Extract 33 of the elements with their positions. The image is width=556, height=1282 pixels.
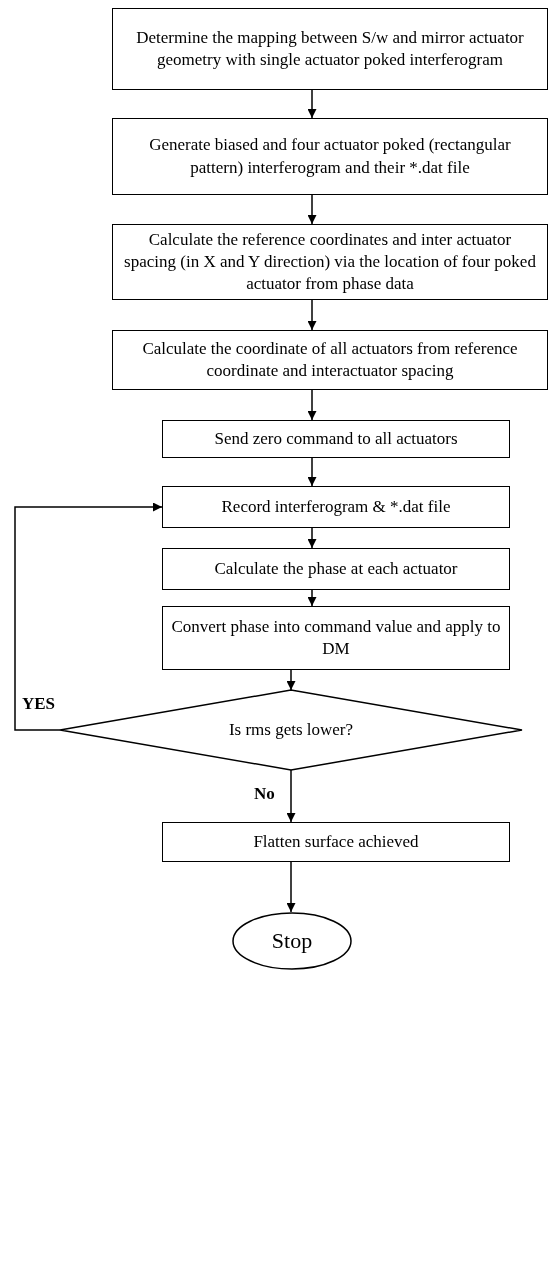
step-text: Determine the mapping between S/w and mirror actuator geometry with single actuator poked interferogram <box>135 26 525 71</box>
process-box <box>112 118 548 195</box>
step-text: Stop <box>270 926 314 955</box>
arrow <box>286 769 296 823</box>
step-text: Is rms gets lower? <box>227 718 355 741</box>
arrow <box>307 299 317 331</box>
step-text: Calculate the reference coordinates and inter actuator spacing (in X and Y direction) via the location of four poked actuator from phase data <box>123 228 537 296</box>
process-box <box>162 420 510 458</box>
arrow <box>307 194 317 225</box>
decision-diamond <box>60 690 522 770</box>
arrow <box>14 502 163 731</box>
process-box <box>112 330 548 390</box>
step-text: Send zero command to all actuators <box>213 427 459 450</box>
arrow <box>307 89 317 119</box>
step-text: Convert phase into command value and apply to DM <box>170 615 502 660</box>
step-text: Record interferogram & *.dat file <box>220 495 452 518</box>
arrow <box>307 527 317 549</box>
arrow <box>286 669 296 691</box>
arrow <box>307 457 317 487</box>
arrow <box>286 861 296 913</box>
step-text: Calculate the phase at each actuator <box>213 557 459 580</box>
step-text: Flatten surface achieved <box>252 830 420 853</box>
process-box <box>162 548 510 590</box>
arrow <box>307 389 317 421</box>
process-box <box>162 486 510 528</box>
terminator-ellipse <box>232 912 352 970</box>
step-text: Calculate the coordinate of all actuators from reference coordinate and interactuator spacing <box>141 337 519 382</box>
process-box <box>162 606 510 670</box>
arrow <box>307 589 317 607</box>
process-box <box>162 822 510 862</box>
process-box <box>112 224 548 300</box>
process-box <box>112 8 548 90</box>
step-text: Generate biased and four actuator poked (rectangular pattern) interferogram and their *.dat file <box>148 134 512 179</box>
